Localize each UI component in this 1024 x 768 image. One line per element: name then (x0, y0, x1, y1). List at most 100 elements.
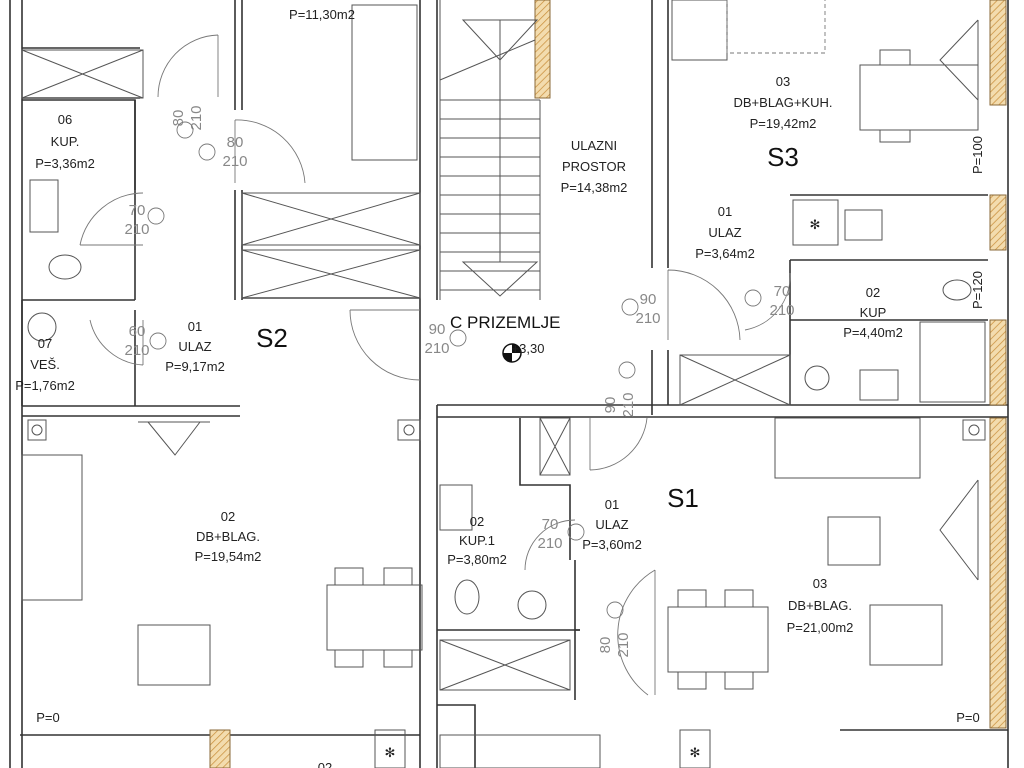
room-label-s1_kup: KUP.1 (459, 533, 495, 548)
parapet-label-p0-left: P=0 (36, 710, 60, 725)
washbasin-s1 (439, 484, 473, 531)
room-label-s3_living: DB+BLAG+KUH. (734, 95, 833, 110)
hatch-right-4 (989, 417, 1007, 729)
door-dim-d7: 70 (774, 283, 791, 300)
room-label-s3_kup: KUP (860, 305, 887, 320)
room-label-s2_ulaz: P=9,17m2 (165, 359, 225, 374)
door-marker-icon (606, 601, 624, 619)
fridge (792, 199, 839, 246)
svg-text:✻: ✻ (690, 745, 701, 760)
coffee-table-s1 (827, 516, 881, 566)
room-label-s2_kup: P=3,36m2 (35, 156, 95, 171)
door-dim-d5: 90 (429, 321, 446, 338)
unit-label-s3: S3 (767, 142, 799, 172)
room-label-s1_ulaz: ULAZ (595, 517, 628, 532)
door-dim-d2: 210 (222, 153, 247, 170)
hatch-right-2 (989, 194, 1007, 251)
toilet-s2 (48, 254, 82, 280)
door-dim-d10: 80 (597, 637, 614, 654)
washing-machine (804, 365, 830, 391)
table-s2 (326, 584, 423, 651)
bed (351, 4, 418, 161)
toilet-s3 (942, 279, 972, 301)
door-marker-icon (744, 289, 762, 307)
door-dim-d10: 210 (615, 632, 632, 657)
level-marker-icon (502, 343, 522, 363)
bed-bottom (439, 734, 601, 768)
door-dim-d8: 210 (620, 392, 637, 417)
room-label-bottom: 02 (318, 760, 332, 768)
door-swings (79, 34, 791, 696)
door-marker-icon (449, 329, 467, 347)
walls (9, 0, 1009, 768)
room-label-s2_living: 02 (221, 509, 235, 524)
table-s1 (667, 606, 769, 673)
room-label-s1_living: DB+BLAG. (788, 598, 852, 613)
unit-label-s1: S1 (667, 483, 699, 513)
parapet-label-p0-right: P=0 (956, 710, 980, 725)
door-marker-icon (567, 523, 585, 541)
svg-text:✻: ✻ (385, 745, 396, 760)
sofa-s3 (671, 0, 728, 61)
room-label-s2_ulaz: ULAZ (178, 339, 211, 354)
door-dim-d1: 80 (170, 110, 187, 127)
hatch-stair (534, 0, 551, 99)
door-dim-d4: 210 (124, 342, 149, 359)
room-label-entry_hall: P=14,38m2 (561, 180, 628, 195)
door-dim-d6: 90 (640, 291, 657, 308)
hatch-bottom (209, 729, 231, 768)
room-label-s3_ulaz: 01 (718, 204, 732, 219)
parapet-label-p120: P=120 (970, 271, 985, 309)
room-label-s1_ulaz: P=3,60m2 (582, 537, 642, 552)
room-label-s2_ves: P=1,76m2 (15, 378, 75, 393)
unit-label-s2: S2 (256, 323, 288, 353)
door-marker-icon (198, 143, 216, 161)
door-dim-d6: 210 (635, 310, 660, 327)
washbasin-s2 (29, 179, 59, 233)
room-label-s2_kup: KUP. (51, 134, 80, 149)
room-label-s3_kup: 02 (866, 285, 880, 300)
door-dim-d3: 210 (124, 221, 149, 238)
room-label-s2_ulaz: 01 (188, 319, 202, 334)
room-label-s2_kup: 06 (58, 112, 72, 127)
wardrobes (21, 49, 791, 691)
door-marker-icon (621, 298, 639, 316)
sink (844, 209, 883, 241)
armchair-s2 (137, 624, 211, 686)
room-label-s2_ves: 07 (38, 336, 52, 351)
sofa-s2 (21, 454, 83, 601)
room-label-s2_living: P=19,54m2 (195, 549, 262, 564)
parapet-label-p100: P=100 (970, 136, 985, 174)
washing-machine-s2 (27, 312, 57, 342)
shower (919, 321, 986, 403)
furniture: ✻ ✻ ✻ (21, 0, 986, 768)
room-label-entry_hall: ULAZNI (571, 138, 617, 153)
washbasin-s3 (859, 369, 899, 401)
staircase (439, 0, 541, 300)
room-label-s2_ves: VEŠ. (30, 357, 60, 372)
hatch-right-1 (989, 0, 1007, 106)
door-dim-d2: 80 (227, 134, 244, 151)
door-dim-d5: 210 (424, 340, 449, 357)
armchair-s1 (869, 604, 943, 666)
room-label-s2_living: DB+BLAG. (196, 529, 260, 544)
room-label-s3_ulaz: P=3,64m2 (695, 246, 755, 261)
room-label-s1_living: 03 (813, 576, 827, 591)
room-label-s1_kup: P=3,80m2 (447, 552, 507, 567)
room-label-s3_living: P=19,42m2 (750, 116, 817, 131)
room-label-s3_ulaz: ULAZ (708, 225, 741, 240)
room-area-s2-bedroom: P=11,30m2 (289, 7, 355, 22)
door-dim-d3: 70 (129, 202, 146, 219)
door-dim-d9: 210 (537, 535, 562, 552)
toilet-s1 (454, 579, 480, 615)
hatch-right-3 (989, 319, 1007, 406)
floor-label: C PRIZEMLJE (450, 313, 561, 332)
door-marker-icon (176, 121, 194, 139)
sofa-s1 (774, 417, 921, 479)
door-dim-d7: 210 (769, 302, 794, 319)
door-dim-d9: 70 (542, 516, 559, 533)
room-label-entry_hall: PROSTOR (562, 159, 626, 174)
door-marker-icon (149, 332, 167, 350)
door-dim-d1: 210 (188, 105, 205, 130)
